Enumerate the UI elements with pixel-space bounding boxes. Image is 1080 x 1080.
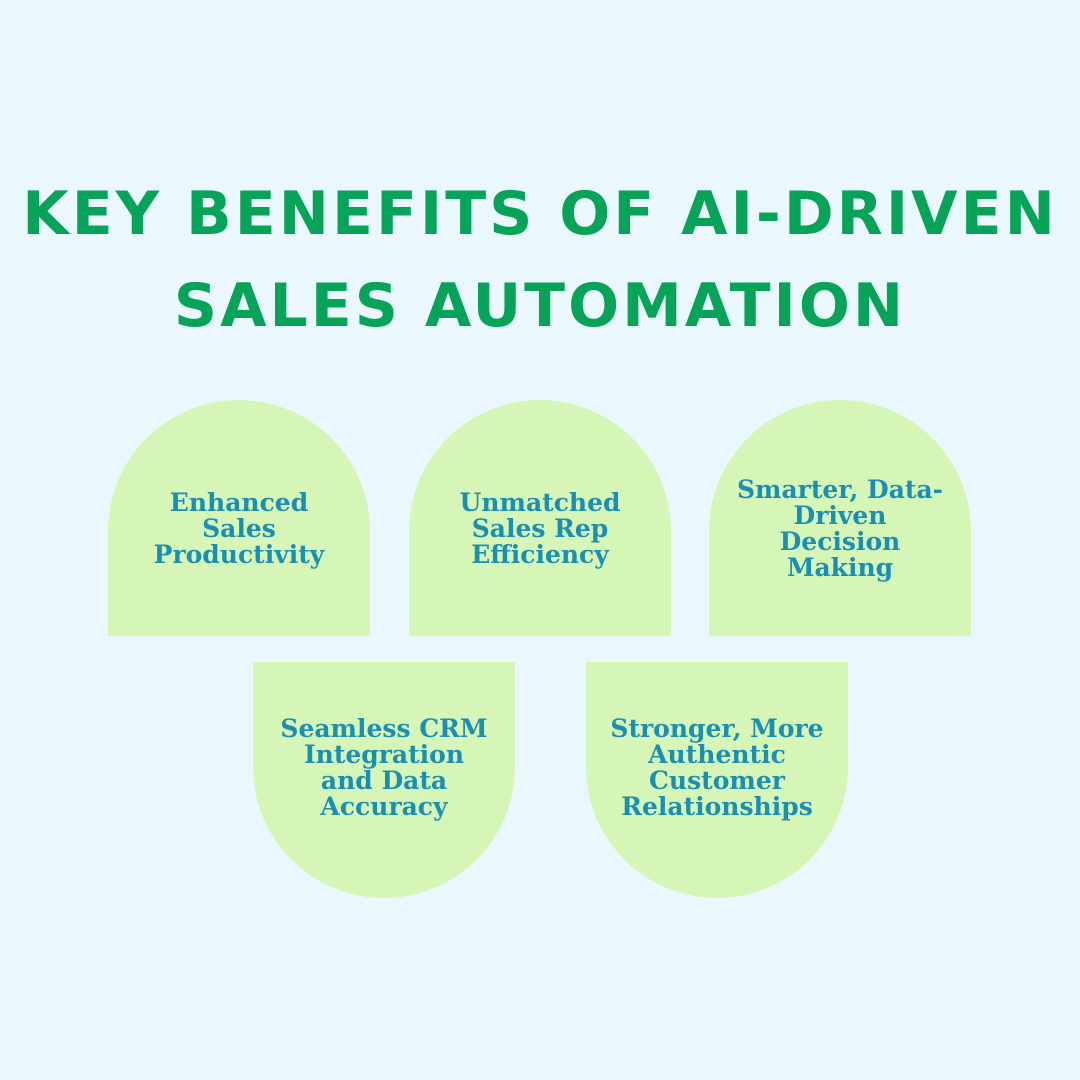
benefit-card-decision-making: Smarter, Data- Driven Decision Making [709, 400, 971, 636]
benefit-label: Unmatched Sales Rep Efficiency [459, 488, 621, 569]
benefit-label: Enhanced Sales Productivity [153, 488, 325, 569]
benefit-card-crm-integration: Seamless CRM Integration and Data Accura… [253, 662, 515, 898]
benefit-label: Stronger, More Authentic Customer Relati… [610, 714, 824, 821]
benefit-card-customer-relationships: Stronger, More Authentic Customer Relati… [586, 662, 848, 898]
benefit-label: Seamless CRM Integration and Data Accura… [280, 714, 488, 821]
title-line-1: KEY BENEFITS OF AI-DRIVEN [22, 179, 1058, 249]
benefit-card-sales-productivity: Enhanced Sales Productivity [108, 400, 370, 636]
benefit-card-rep-efficiency: Unmatched Sales Rep Efficiency [409, 400, 671, 636]
benefit-label: Smarter, Data- Driven Decision Making [736, 475, 944, 582]
page-title: KEY BENEFITS OF AI-DRIVEN SALES AUTOMATI… [0, 168, 1080, 352]
title-line-2: SALES AUTOMATION [173, 271, 907, 341]
